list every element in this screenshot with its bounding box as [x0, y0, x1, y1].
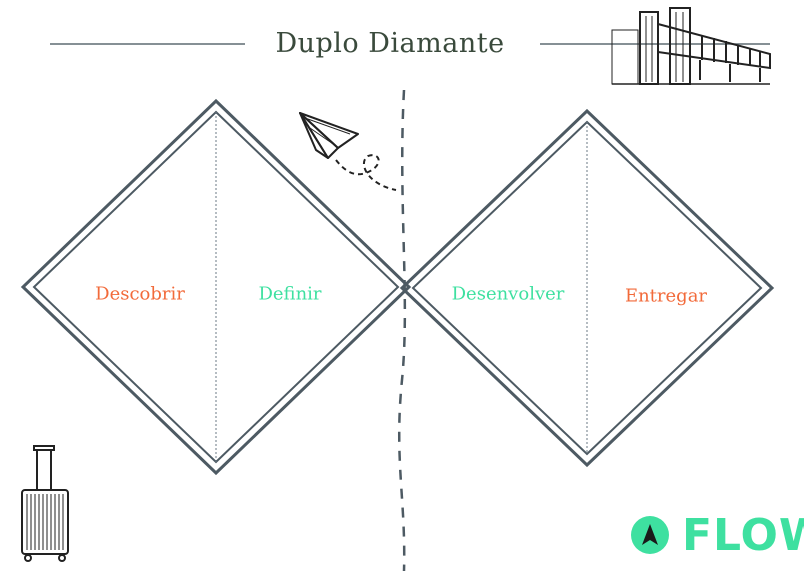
page-title: Duplo Diamante: [275, 28, 505, 59]
phase-descobrir: Descobrir: [95, 283, 185, 305]
diamond-left: [20, 98, 412, 476]
building-sketch-icon: [611, 7, 771, 85]
navigation-arrow-icon: [631, 516, 669, 554]
phase-entregar: Entregar: [624, 285, 708, 307]
brand-logo: FLOW: [682, 510, 804, 561]
center-divider: [397, 89, 407, 571]
phase-definir: Definir: [258, 283, 322, 305]
paper-plane-icon: [299, 112, 397, 191]
diamond-right: [399, 108, 775, 468]
phase-desenvolver: Desenvolver: [451, 283, 565, 305]
suitcase-icon: [21, 445, 69, 562]
